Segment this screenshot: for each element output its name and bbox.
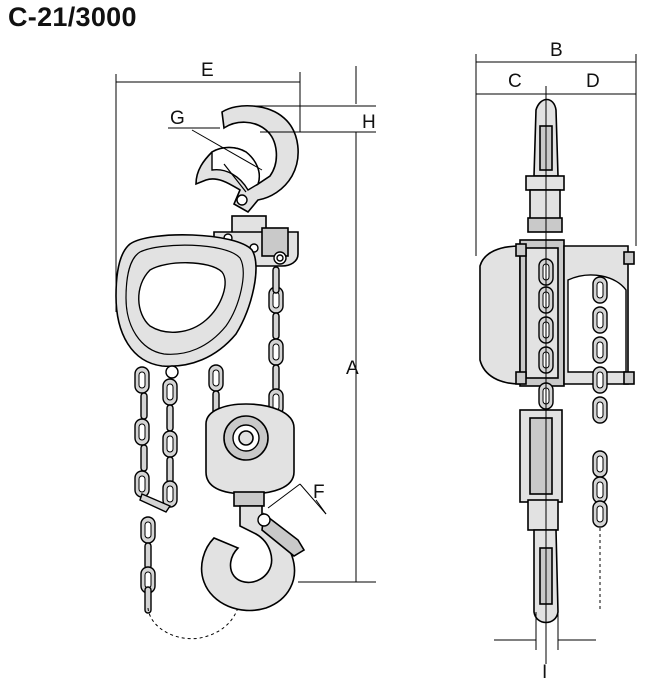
wheel-housing: [115, 234, 257, 379]
label-E: E: [201, 60, 214, 81]
label-D: D: [586, 71, 600, 92]
top-hook: [195, 104, 299, 214]
dimension-lines: [115, 54, 637, 664]
label-F: F: [313, 482, 325, 503]
label-C: C: [508, 71, 522, 92]
load-chain: [268, 266, 284, 416]
dimension-labels: E G H A F B C D I: [170, 40, 600, 683]
front-view: [115, 104, 306, 640]
label-G: G: [170, 108, 185, 129]
side-housing: [479, 239, 635, 610]
bottom-block: [205, 403, 295, 507]
label-H: H: [362, 112, 376, 133]
side-top-hook: [525, 98, 565, 233]
hand-chain: [134, 364, 241, 640]
label-B: B: [550, 40, 563, 61]
side-bottom-block: [519, 382, 563, 624]
page-title: C-21/3000: [8, 2, 137, 32]
label-A: A: [346, 358, 359, 379]
side-view: [479, 98, 635, 624]
label-I: I: [542, 662, 547, 683]
bottom-hook: [200, 505, 306, 612]
